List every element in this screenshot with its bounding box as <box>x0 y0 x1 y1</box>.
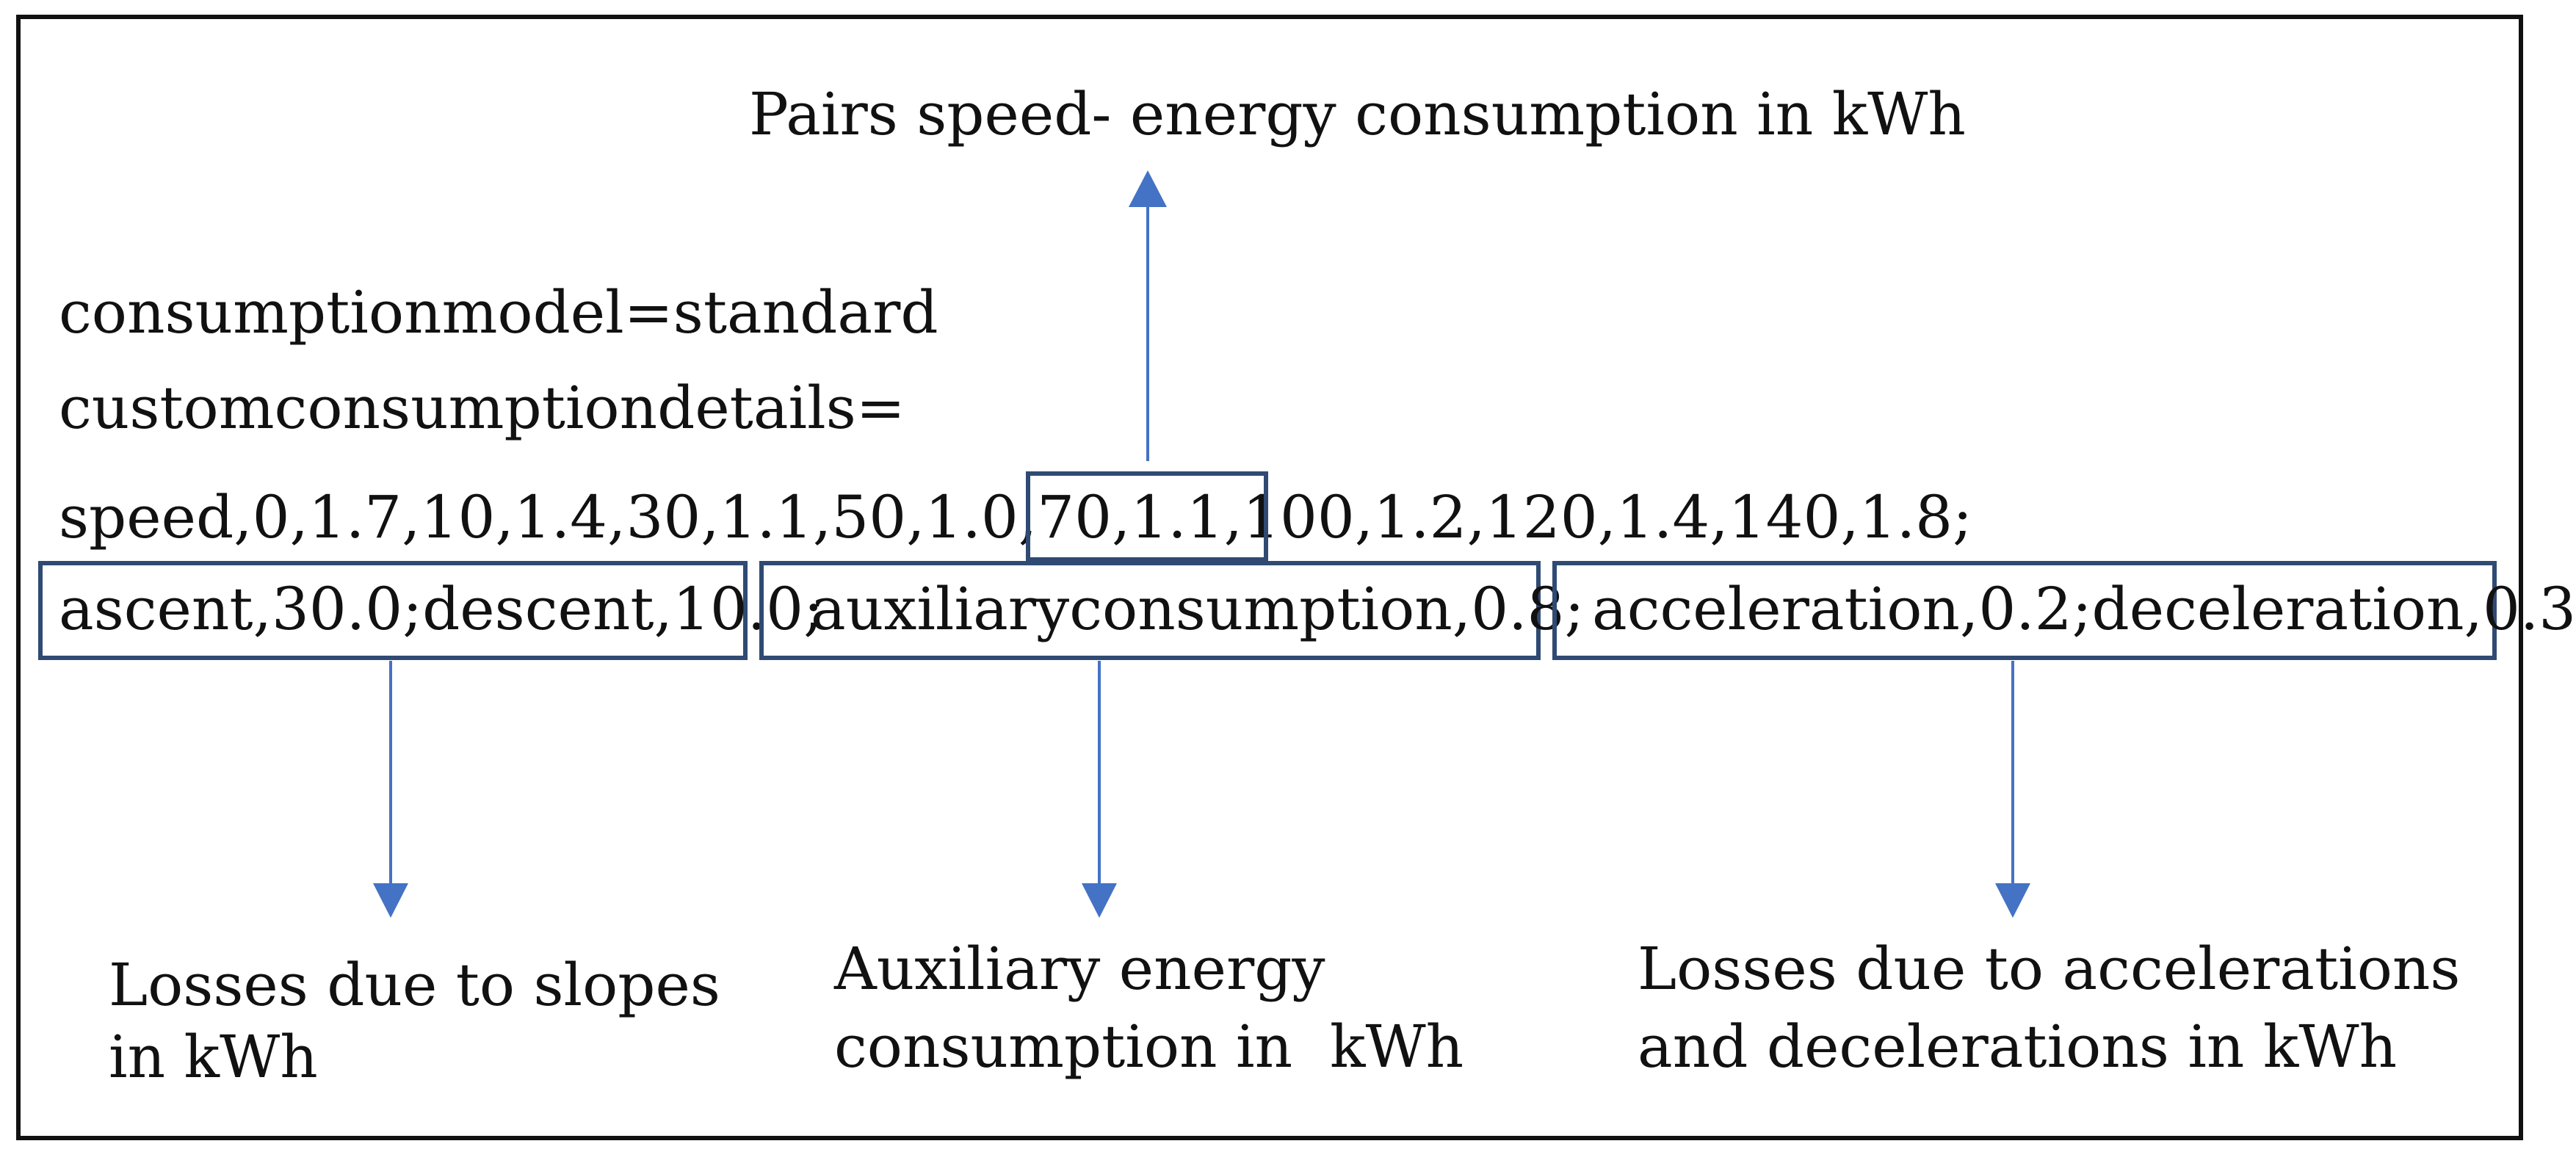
acceleration-annotation-line2: and decelerations in kWh <box>1638 1012 2398 1081</box>
auxiliary-segment-text: auxiliaryconsumption,0.8; <box>811 575 1585 643</box>
diagram-frame <box>16 15 2523 1140</box>
auxiliary-arrow-head <box>1082 883 1117 918</box>
speed-pairs-arrow-head <box>1129 170 1167 207</box>
consumption-model-line: consumptionmodel=standard <box>59 278 938 347</box>
custom-details-line: customconsumptiondetails= <box>59 374 905 442</box>
speed-pair-highlight-box <box>1026 471 1268 562</box>
speed-pairs-label: Pairs speed- energy consumption in kWh <box>749 80 1966 148</box>
slopes-arrow-head <box>373 883 408 918</box>
slopes-segment-box <box>38 561 748 660</box>
auxiliary-segment-box <box>759 561 1541 660</box>
acceleration-arrow-head <box>1995 883 2030 918</box>
slopes-annotation-line2: in kWh <box>109 1023 318 1091</box>
auxiliary-annotation-line2: consumption in kWh <box>834 1012 1464 1081</box>
acceleration-segment-box <box>1552 561 2497 660</box>
speed-pairs-line: speed,0,1.7,10,1.4,30,1.1,50,1.0,70,1.1,… <box>59 483 1972 551</box>
slopes-annotation-line1: Losses due to slopes <box>109 951 720 1019</box>
auxiliary-annotation-line1: Auxiliary energy <box>834 935 1325 1003</box>
acceleration-annotation-line1: Losses due to accelerations <box>1638 935 2461 1003</box>
acceleration-segment-text: acceleration,0.2;deceleration,0.3 <box>1592 575 2576 643</box>
slopes-segment-text: ascent,30.0;descent,10.0; <box>59 575 824 643</box>
